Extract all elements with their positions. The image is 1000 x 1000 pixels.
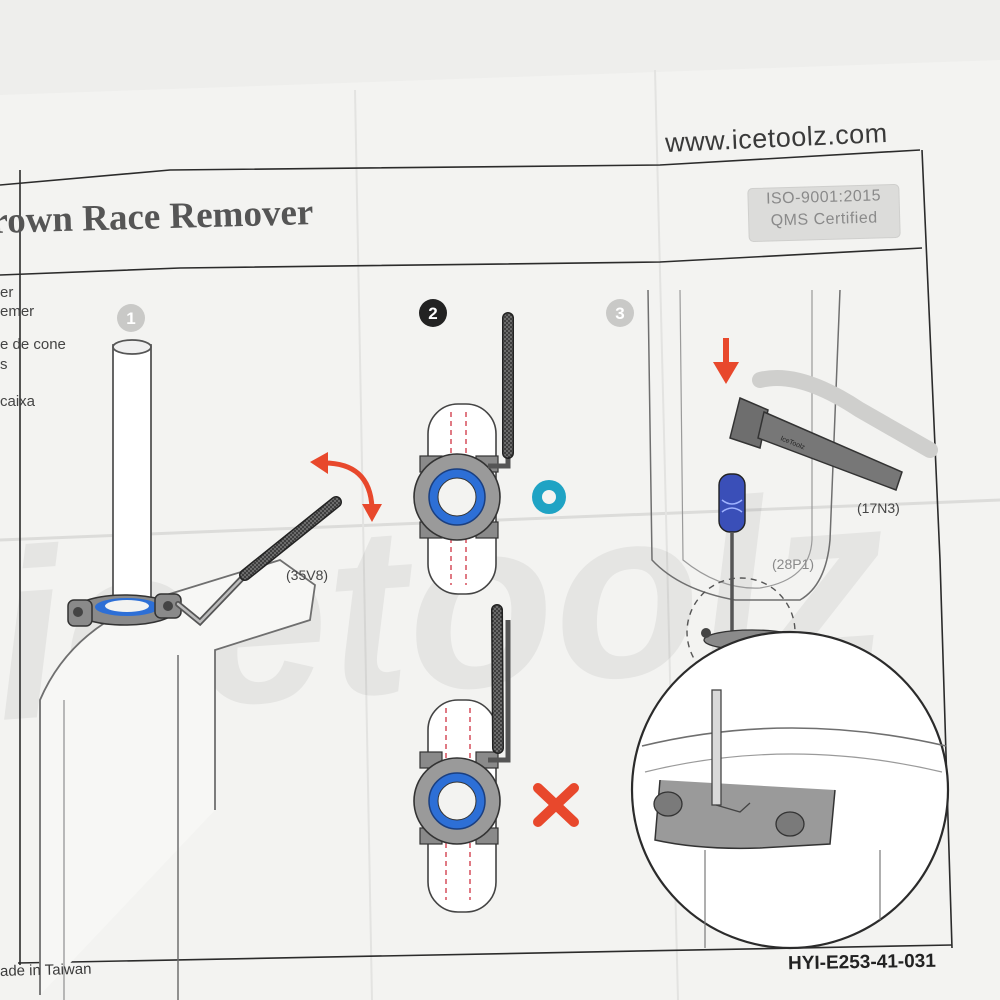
step-2-number: 2 xyxy=(428,304,437,323)
side-text-line: er xyxy=(0,284,14,301)
wrong-x-icon xyxy=(533,783,579,827)
step-1-badge xyxy=(117,304,145,332)
side-text-line: emer xyxy=(0,303,35,320)
fold-line xyxy=(0,498,1000,542)
step-3-number: 3 xyxy=(615,304,624,323)
step-2-badge xyxy=(419,299,447,327)
document-code: HYI-E253-41-031 xyxy=(787,950,937,975)
screwdriver xyxy=(718,473,746,640)
side-text-line: s xyxy=(0,356,8,373)
made-in-label: ade in Taiwan xyxy=(0,960,92,980)
step-2-correct-illustration xyxy=(413,299,566,595)
fold-line xyxy=(354,89,373,1000)
part-number-28p1: (28P1) xyxy=(772,556,815,572)
page-title: rown Race Remover xyxy=(0,192,314,243)
part-number-35v8: (35V8) xyxy=(286,567,329,583)
step-1-illustration xyxy=(39,304,382,1000)
down-arrow-icon xyxy=(713,338,739,384)
step-1-number: 1 xyxy=(126,309,135,328)
side-text-line: caixa xyxy=(0,393,36,410)
step-3-badge xyxy=(606,299,634,327)
step-3-illustration: IceToolz xyxy=(606,289,950,950)
certification-badge: ISO-9001:2015 QMS Certified xyxy=(747,183,901,243)
hammer: IceToolz xyxy=(729,396,903,491)
certification-line: QMS Certified xyxy=(770,209,878,230)
side-text-line: e de cone xyxy=(0,336,66,353)
rotate-arrow-icon xyxy=(310,452,382,522)
step-2-wrong-illustration xyxy=(413,604,579,913)
part-number-17n3: (17N3) xyxy=(857,500,900,516)
washer-icon xyxy=(532,480,566,514)
